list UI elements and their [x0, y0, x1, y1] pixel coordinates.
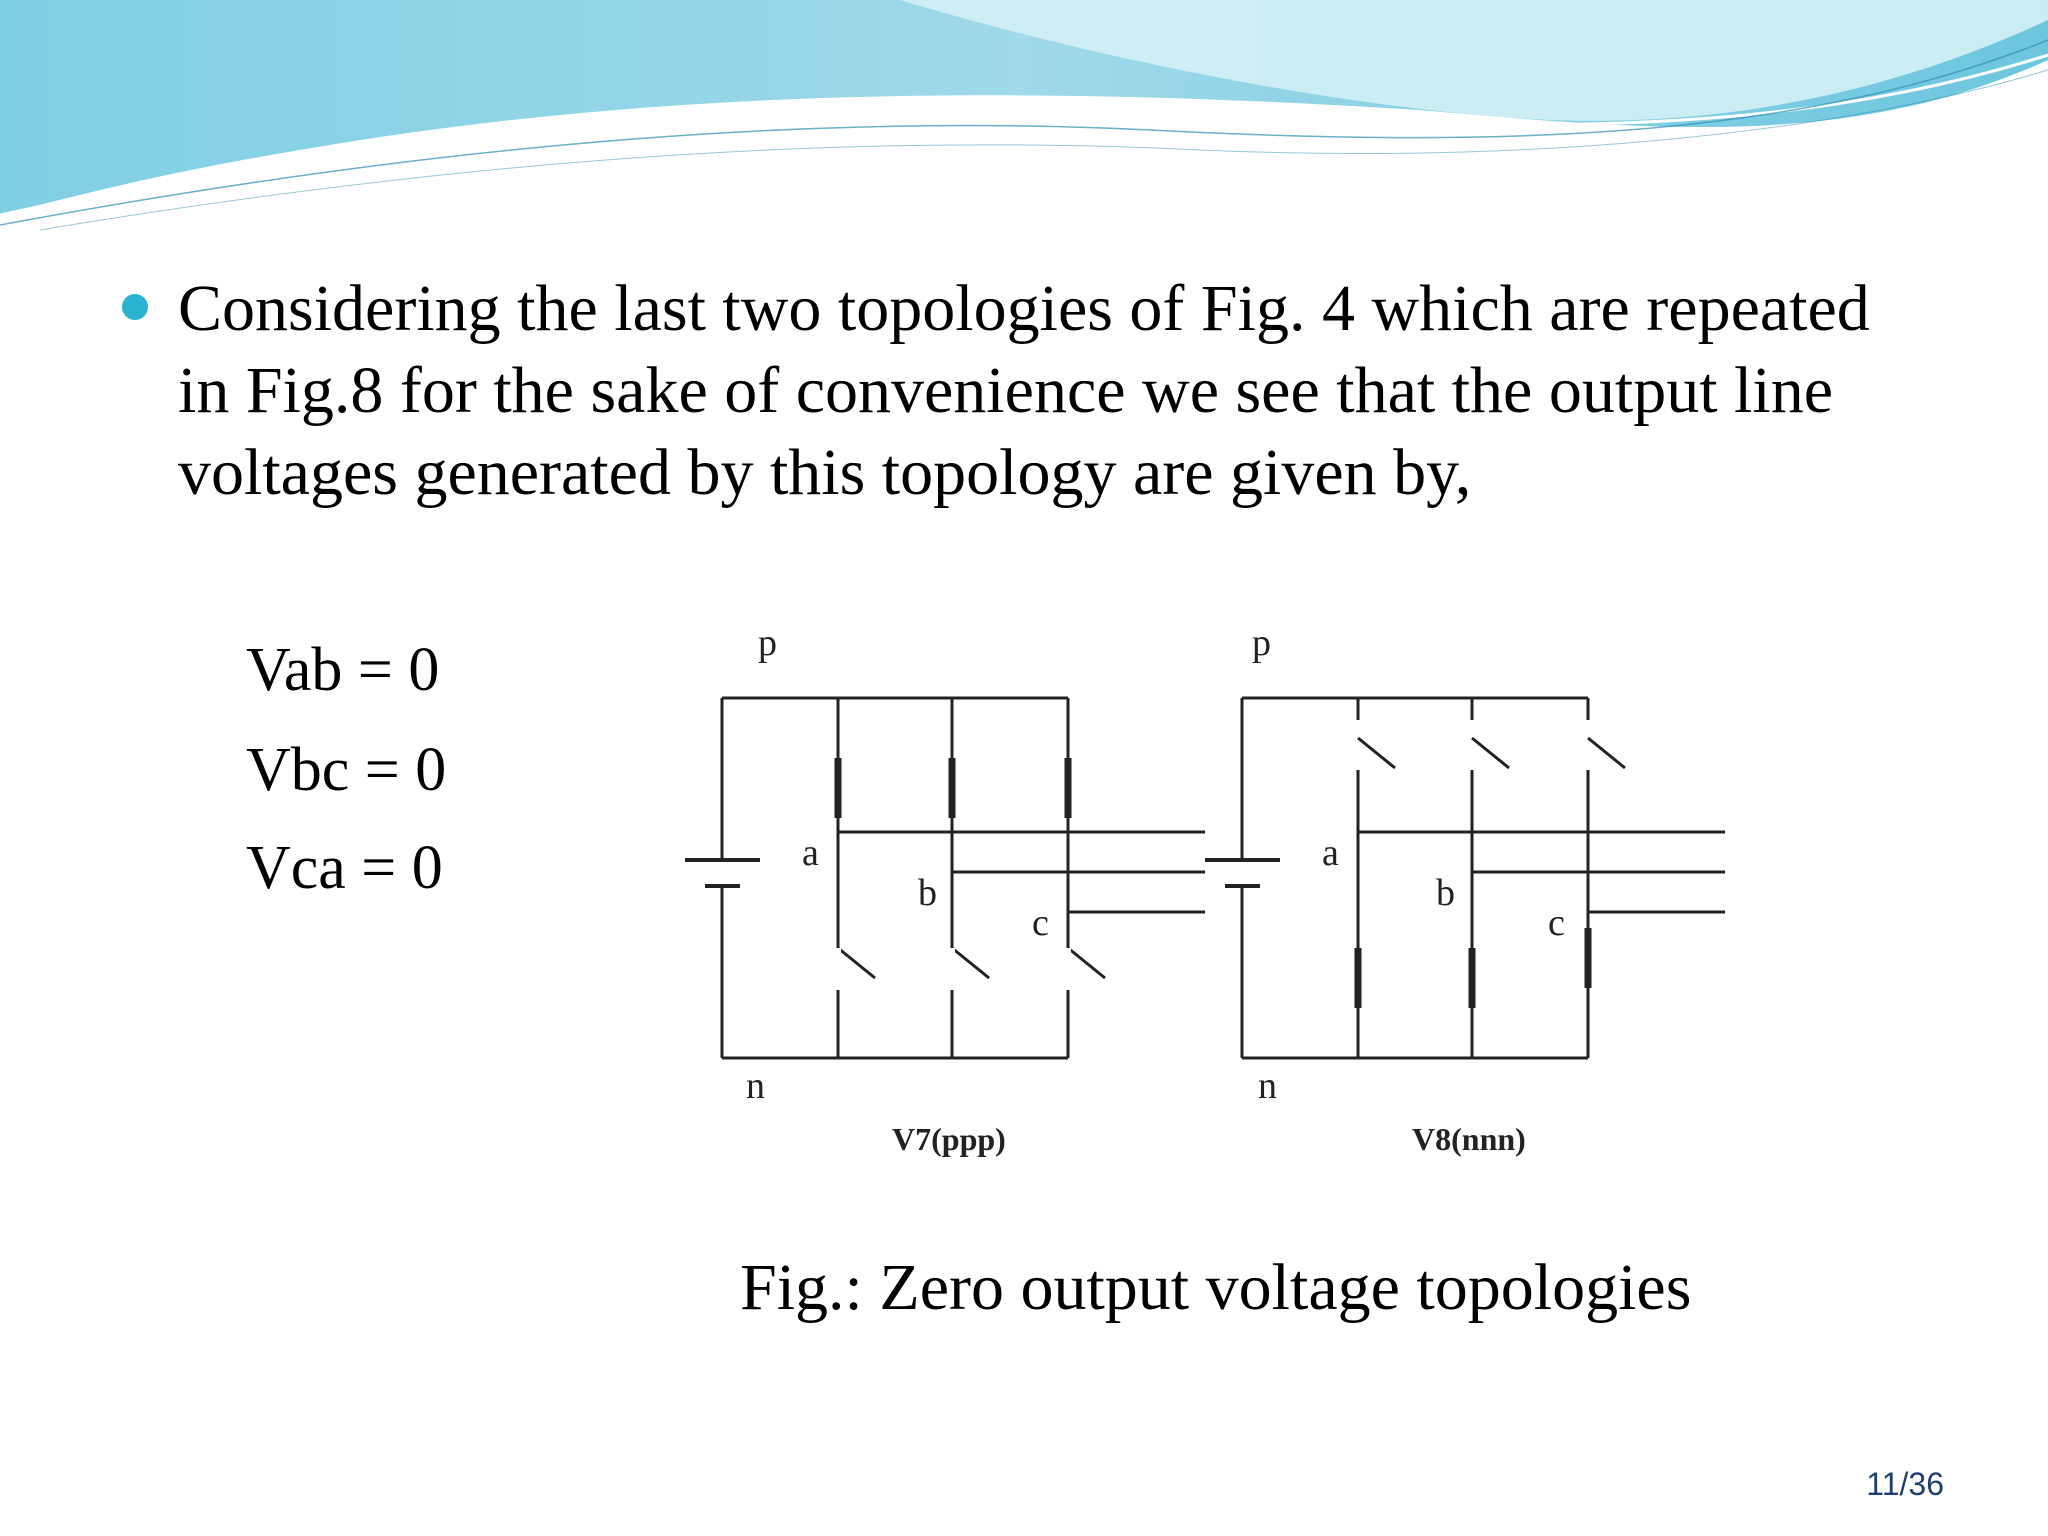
equation-vab: Vab = 0: [246, 636, 440, 704]
zero-voltage-topology-diagram: p n a b c p n a b c V7(ppp) V8(nnn): [685, 622, 1725, 1157]
left-node-n-label: n: [746, 1065, 765, 1107]
left-phase-a-label: a: [802, 832, 819, 874]
left-node-p-label: p: [758, 622, 777, 664]
left-state-label: V7(ppp): [892, 1121, 1006, 1157]
bullet-dot-icon: [122, 294, 148, 320]
right-phase-a-label: a: [1322, 832, 1339, 874]
equation-vca: Vca = 0: [246, 834, 443, 902]
right-node-p-label: p: [1252, 622, 1271, 664]
equation-vbc: Vbc = 0: [246, 736, 447, 804]
figure-caption: Fig.: Zero output voltage topologies: [740, 1251, 1692, 1324]
right-node-n-label: n: [1258, 1065, 1277, 1107]
left-phase-b-label: b: [918, 872, 937, 914]
header-wave-decoration: [0, 0, 2048, 231]
left-phase-c-label: c: [1032, 902, 1049, 944]
right-phase-b-label: b: [1436, 872, 1455, 914]
right-phase-c-label: c: [1548, 902, 1565, 944]
page-number: 11/36: [1866, 1466, 1944, 1502]
right-state-label: V8(nnn): [1412, 1121, 1526, 1157]
bullet-text: Considering the last two topologies of F…: [178, 272, 1870, 509]
